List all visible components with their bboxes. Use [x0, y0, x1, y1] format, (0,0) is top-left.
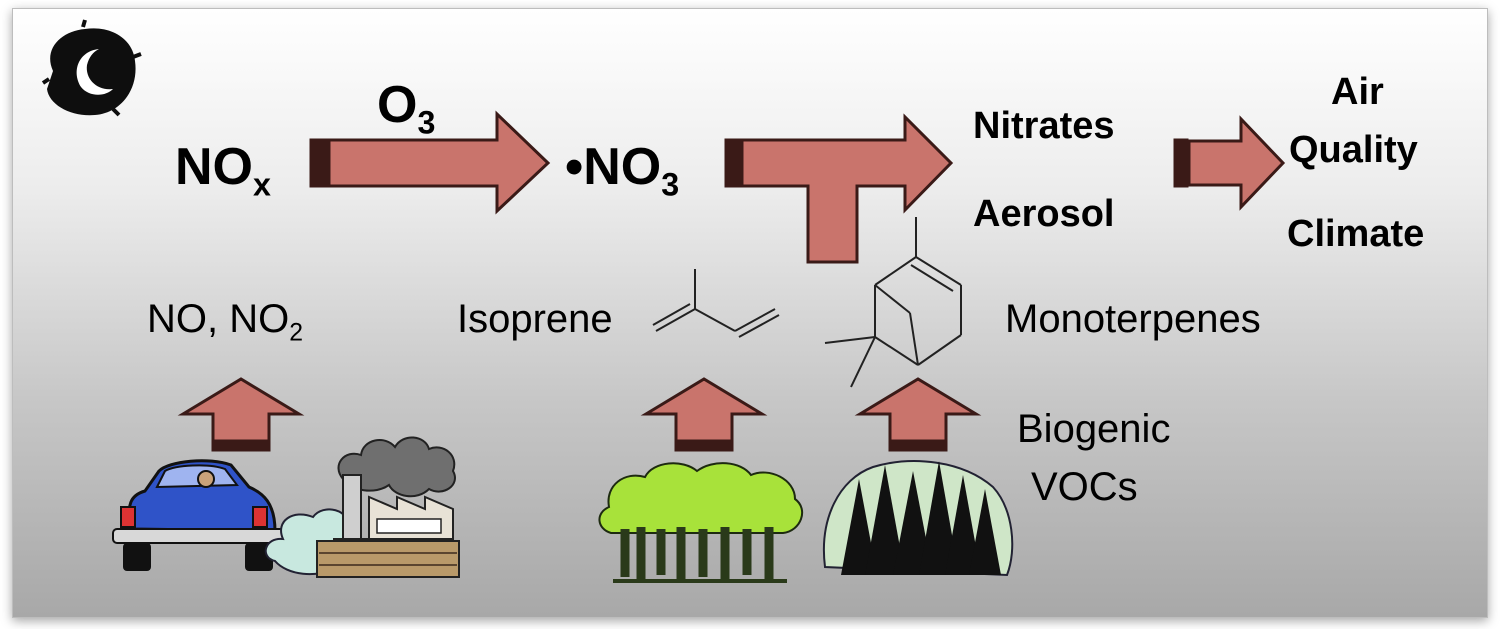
- label-isoprene: Isoprene: [457, 297, 613, 341]
- arrow-no3-to-products: [724, 113, 954, 264]
- arrow-anthropogenic-up: [177, 377, 305, 452]
- label-o3: O3: [377, 76, 436, 141]
- moon-night-icon: [41, 19, 142, 117]
- label-air: Air: [1331, 71, 1384, 113]
- broadleaf-forest-icon: [598, 462, 804, 583]
- arrow-monoterpene-up: [854, 377, 982, 452]
- diagram-art: [41, 19, 1286, 583]
- label-no-no2: NO, NO2: [147, 297, 304, 347]
- factory-icon: [316, 436, 460, 578]
- slide-canvas: NOx O3 •NO3 Nitrates Aerosol Air Quality…: [12, 8, 1488, 618]
- label-nitrates: Nitrates: [973, 105, 1115, 147]
- label-nox: NOx: [175, 138, 271, 203]
- label-vocs: VOCs: [1031, 465, 1138, 509]
- label-quality: Quality: [1289, 129, 1418, 171]
- conifer-forest-icon: [823, 460, 1014, 577]
- monoterpene-structure: [824, 217, 962, 388]
- arrow-nox-to-no3: [309, 110, 551, 215]
- label-monoterpenes: Monoterpenes: [1005, 297, 1261, 341]
- label-no3-radical: •NO3: [565, 138, 680, 203]
- arrow-products-to-impacts: [1173, 115, 1286, 211]
- isoprene-structure: [652, 269, 780, 338]
- label-biogenic: Biogenic: [1017, 407, 1171, 451]
- arrow-isoprene-up: [640, 377, 768, 452]
- label-climate: Climate: [1287, 213, 1425, 255]
- label-aerosol: Aerosol: [973, 193, 1115, 235]
